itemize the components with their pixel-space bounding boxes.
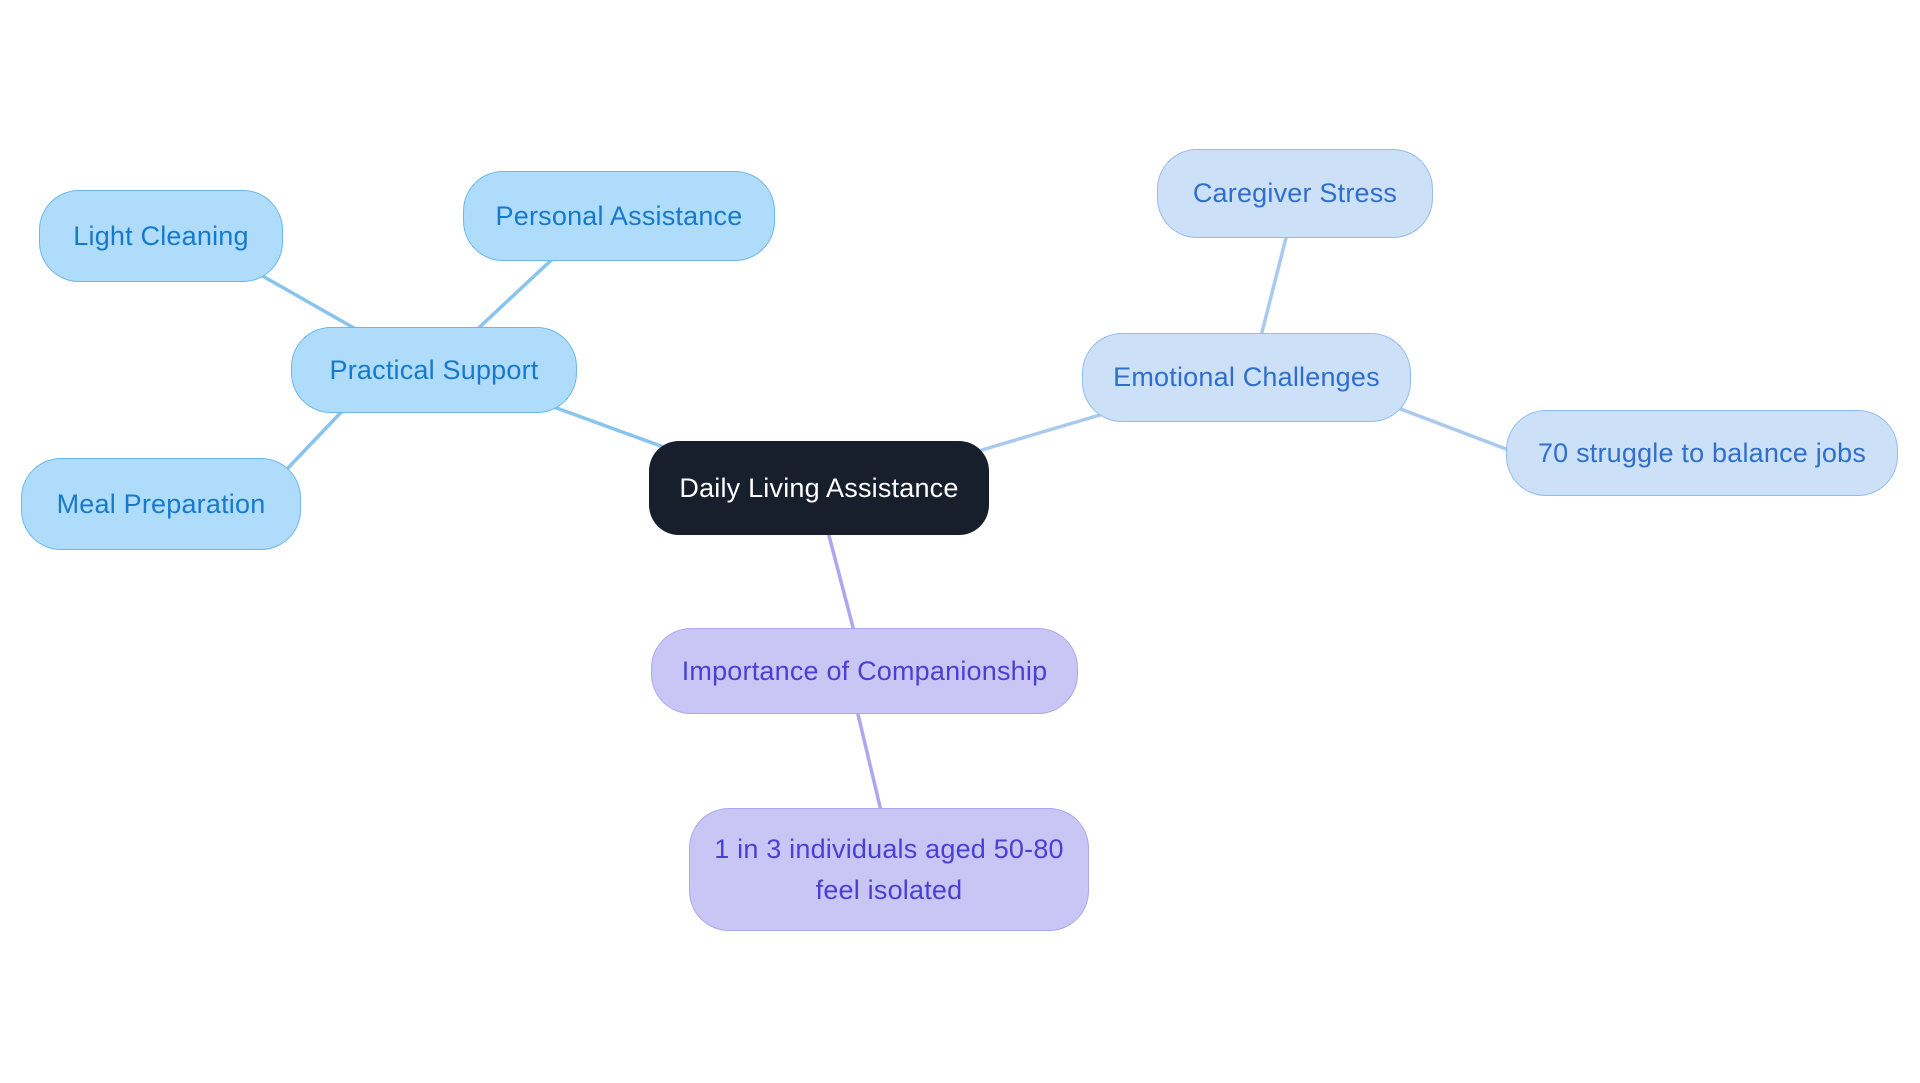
- node-light-cleaning[interactable]: Light Cleaning: [39, 190, 283, 282]
- node-label-emotional-challenges: Emotional Challenges: [1113, 362, 1380, 393]
- node-label-practical-support: Practical Support: [329, 354, 539, 385]
- node-label-importance-of-companionship: Importance of Companionship: [681, 655, 1048, 686]
- edge-practical-root: [538, 400, 682, 455]
- node-label-caregiver-stress: Caregiver Stress: [1192, 178, 1398, 209]
- node-label-light-cleaning: Light Cleaning: [73, 220, 249, 251]
- node-meal-preparation[interactable]: Meal Preparation: [21, 458, 301, 550]
- edge-companionship-isolation: [854, 704, 884, 817]
- node-label-personal-assistance: Personal Assistance: [495, 200, 743, 231]
- node-importance-of-companionship[interactable]: Importance of Companionship: [651, 628, 1078, 714]
- edge-root-emotional: [973, 410, 1112, 454]
- node-practical-support[interactable]: Practical Support: [291, 327, 577, 413]
- edge-meal-preparation-practical: [286, 403, 350, 470]
- node-emotional-challenges[interactable]: Emotional Challenges: [1082, 333, 1411, 422]
- node-daily-living-assistance[interactable]: Daily Living Assistance: [649, 441, 989, 535]
- node-label-meal-preparation: Meal Preparation: [56, 488, 266, 519]
- edge-root-companionship: [825, 526, 857, 637]
- edge-caregiver-emotional: [1258, 228, 1290, 342]
- node-caregiver-stress[interactable]: Caregiver Stress: [1157, 149, 1433, 238]
- edge-personal-assistance-practical: [468, 250, 562, 338]
- node-label-daily-living-assistance: Daily Living Assistance: [679, 472, 959, 503]
- node-personal-assistance[interactable]: Personal Assistance: [463, 171, 775, 261]
- node-balance-jobs[interactable]: 70 struggle to balance jobs: [1506, 410, 1898, 496]
- node-isolation-statistic[interactable]: 1 in 3 individuals aged 50-80 feel isola…: [689, 808, 1089, 931]
- node-label-balance-jobs: 70 struggle to balance jobs: [1537, 437, 1867, 468]
- node-label-isolation-statistic: 1 in 3 individuals aged 50-80 feel isola…: [714, 834, 1064, 905]
- edge-emotional-balance-jobs: [1396, 406, 1524, 457]
